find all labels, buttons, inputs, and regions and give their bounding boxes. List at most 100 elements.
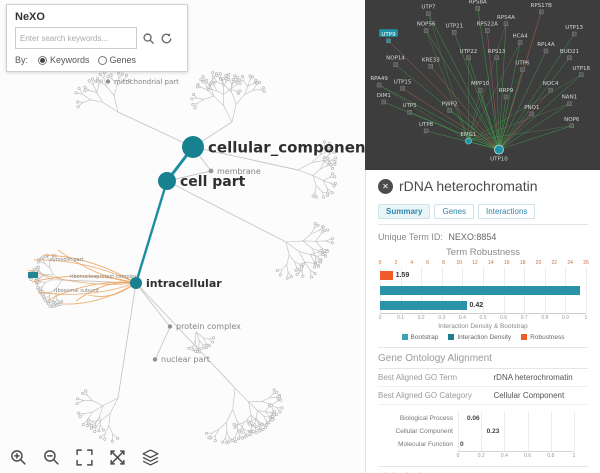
tree-branch xyxy=(211,89,218,92)
alignment-value: Cellular Component xyxy=(493,391,565,400)
tree-leaf xyxy=(329,163,333,167)
network-node-mpp10[interactable]: MPP10 xyxy=(471,81,490,93)
network-edge xyxy=(378,84,500,150)
network-node-utp18[interactable]: UTP18 xyxy=(572,66,591,78)
network-edge xyxy=(425,30,469,142)
network-node-utp9[interactable]: UTP9 xyxy=(379,29,398,43)
graph-label-intracellular[interactable]: intracellular xyxy=(146,277,222,290)
zoom-out-button[interactable] xyxy=(41,447,61,467)
network-node-rps22a[interactable]: RPS22A xyxy=(477,22,499,33)
network-node-rpl4a[interactable]: RPL4A xyxy=(537,42,555,54)
tree-leaf xyxy=(232,422,236,426)
network-node-rps13[interactable]: RPS13 xyxy=(488,49,506,60)
network-node-pno1[interactable]: PNO1 xyxy=(524,105,539,117)
graph-label-cellular-component[interactable]: cellular_component xyxy=(208,138,365,156)
tab-genes[interactable]: Genes xyxy=(434,204,475,219)
tree-leaf xyxy=(230,438,234,442)
tree-branch xyxy=(99,405,104,417)
tree-branch xyxy=(254,417,257,423)
network-node-utp22[interactable]: UTP22 xyxy=(460,49,478,60)
tree-branch xyxy=(192,340,196,347)
graph-label-cell-part[interactable]: cell part xyxy=(180,174,246,190)
selected-term-node[interactable] xyxy=(28,272,38,278)
network-node-utp8[interactable]: UTP8 xyxy=(419,122,434,134)
network-node-utp21[interactable]: UTP21 xyxy=(445,23,463,35)
network-node-rps4a[interactable]: RPS4A xyxy=(497,15,515,26)
tree-branch xyxy=(237,421,244,429)
graph-node-membrane[interactable] xyxy=(208,168,214,174)
tree-branch xyxy=(51,287,57,293)
network-node-nan1[interactable]: NAN1 xyxy=(562,95,578,106)
reset-view-button[interactable] xyxy=(107,447,127,467)
refresh-icon[interactable] xyxy=(160,32,173,45)
radio-label-keywords[interactable]: Keywords xyxy=(50,55,90,65)
tab-summary[interactable]: Summary xyxy=(378,204,431,219)
tree-branch xyxy=(38,280,42,283)
network-node-nop56[interactable]: NOP56 xyxy=(417,22,436,33)
network-node-utp10[interactable]: UTP10 xyxy=(490,144,508,163)
network-node-noc4[interactable]: NOC4 xyxy=(543,81,559,93)
network-node-dim1[interactable]: DIM1 xyxy=(377,93,391,105)
tree-leaf xyxy=(328,147,332,151)
network-node-hca4[interactable]: HCA4 xyxy=(512,34,528,45)
radio-label-genes[interactable]: Genes xyxy=(109,55,137,65)
network-node-nop14[interactable]: NOP14 xyxy=(386,56,405,67)
graph-node-cell-part[interactable] xyxy=(158,172,176,190)
tab-interactions[interactable]: Interactions xyxy=(478,204,536,219)
fit-to-screen-button[interactable] xyxy=(74,447,94,467)
term-details-panel: rDNA heterochromatin SummaryGenesInterac… xyxy=(365,170,600,473)
tree-branch xyxy=(195,331,204,338)
network-node-label: NOP56 xyxy=(417,22,436,28)
go-row-track: 0 xyxy=(458,441,574,449)
search-mode-label: By: xyxy=(15,55,29,65)
tree-leaf xyxy=(193,106,197,110)
network-edge xyxy=(498,23,507,150)
network-node-utp6[interactable]: UTP6 xyxy=(515,61,530,72)
network-node-kre33[interactable]: KRE33 xyxy=(422,57,440,69)
network-node-label: UTP8 xyxy=(419,122,434,128)
tree-leaf xyxy=(269,404,273,408)
network-node-label: PNO1 xyxy=(524,105,539,111)
network-node-emg1[interactable]: EMG1 xyxy=(460,132,476,145)
network-node-shape xyxy=(494,55,499,60)
tree-leaf xyxy=(319,248,323,252)
network-node-nop6[interactable]: NOP6 xyxy=(564,117,580,129)
tree-branch xyxy=(256,420,260,427)
graph-node-nuclear-part[interactable] xyxy=(152,357,158,362)
tree-leaf xyxy=(318,259,322,263)
network-node-rpa49[interactable]: RPA49 xyxy=(370,76,388,88)
network-node-bud21[interactable]: BUD21 xyxy=(560,49,579,60)
orange-edge xyxy=(27,269,137,285)
radio-keywords[interactable] xyxy=(38,56,48,65)
graph-node-protein-complex[interactable] xyxy=(167,324,173,329)
search-input[interactable] xyxy=(15,27,137,49)
network-node-rps8a[interactable]: RPS8A xyxy=(469,0,487,11)
network-node-rrp9[interactable]: RRP9 xyxy=(499,88,514,100)
network-node-utp15[interactable]: UTP15 xyxy=(394,79,412,91)
graph-node-mitochondrial-part[interactable] xyxy=(105,79,111,84)
network-node-utp5[interactable]: UTP5 xyxy=(403,103,418,115)
tree-leaf xyxy=(213,439,217,443)
graph-label-nuclear-part: nuclear part xyxy=(161,355,210,364)
layers-button[interactable] xyxy=(140,447,160,467)
tree-leaf xyxy=(258,429,262,433)
network-edge xyxy=(468,23,507,142)
graph-node-intracellular[interactable] xyxy=(130,277,142,289)
tree-branch xyxy=(320,165,327,170)
tree-leaf xyxy=(233,425,237,429)
tree-branch xyxy=(304,261,311,270)
radio-genes[interactable] xyxy=(97,56,107,65)
term-close-icon[interactable] xyxy=(378,178,393,194)
graph-node-cellular-component[interactable] xyxy=(182,136,204,158)
network-node-utp13[interactable]: UTP13 xyxy=(565,25,583,37)
network-node-utp7[interactable]: UTP7 xyxy=(421,5,436,16)
zoom-in-button[interactable] xyxy=(8,447,28,467)
go-axis-tick: 0.6 xyxy=(524,453,532,459)
search-icon[interactable] xyxy=(142,32,155,45)
network-node-pwp2[interactable]: PWP2 xyxy=(442,102,458,113)
network-node-rps17b[interactable]: RPS17B xyxy=(531,3,553,15)
tree-leaf xyxy=(209,80,213,84)
